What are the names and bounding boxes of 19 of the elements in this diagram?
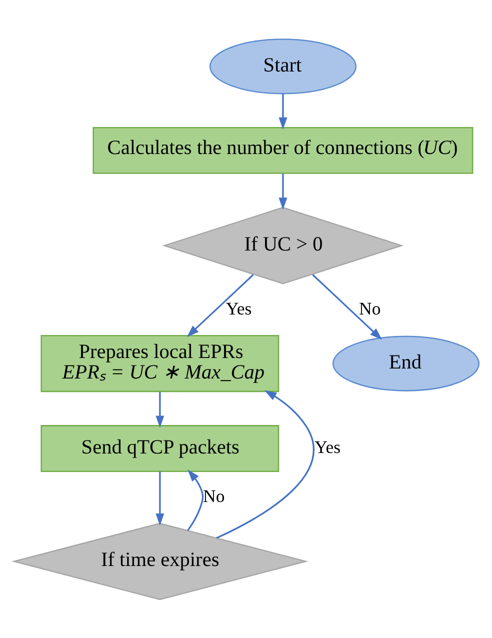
node-box: Prepares local EPRs EPRₛ = UC ∗ Max_Cap (40, 334, 279, 392)
node-diamond: If time expires (11, 522, 308, 600)
edge-label: Yes (225, 298, 252, 318)
arrow (312, 274, 382, 340)
arrow (155, 391, 164, 428)
arrow (278, 173, 287, 210)
arrow (155, 471, 164, 526)
node-diamond: If UC > 0 (162, 206, 404, 284)
arrow (216, 390, 314, 538)
arrow (186, 274, 254, 337)
edge-label: No (202, 486, 224, 506)
edge-label: Yes (314, 436, 340, 457)
node-box: Send qTCP packets (40, 424, 279, 472)
node-ellipse: End (332, 335, 480, 391)
arrow (278, 93, 287, 130)
node-box: Calculates the number of connections (UC) (92, 126, 473, 174)
node-ellipse: Start (208, 38, 356, 94)
arrow (186, 469, 204, 531)
edge-label: No (358, 298, 380, 318)
